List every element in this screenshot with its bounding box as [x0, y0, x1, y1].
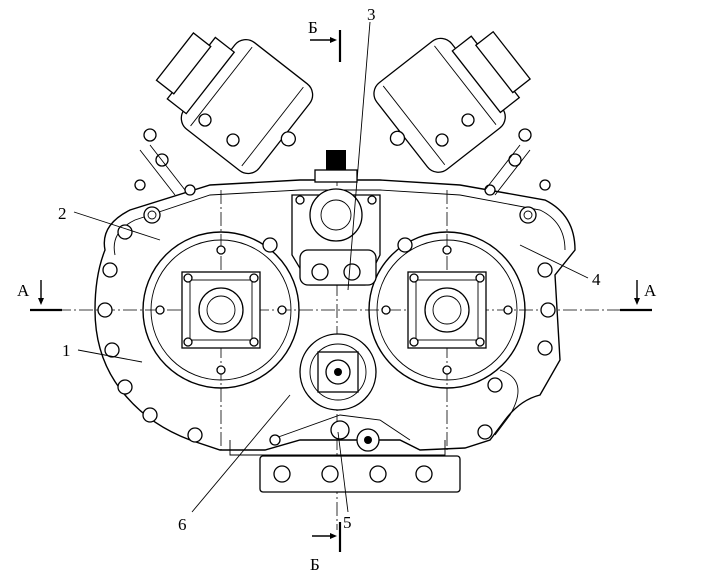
- section-mark-right: А: [620, 280, 657, 312]
- section-letter-top: Б: [308, 18, 318, 37]
- lower-center-unit: [299, 333, 377, 411]
- section-mark-top: Б: [308, 18, 342, 62]
- right-bearing-assembly: [368, 231, 526, 389]
- section-letter-bottom: Б: [310, 555, 320, 574]
- head-fittings: [134, 113, 551, 196]
- section-letter-left: А: [17, 281, 30, 300]
- mounting-bar: [259, 455, 461, 493]
- callout-5: 5: [343, 513, 352, 532]
- section-mark-bottom: Б: [310, 522, 342, 574]
- right-cylinder-head: [373, 30, 532, 173]
- left-bearing-assembly: [142, 231, 300, 389]
- section-letter-right: А: [644, 281, 657, 300]
- callout-6: 6: [178, 515, 187, 534]
- callout-labels: 1 2 3 4 5 6: [58, 5, 601, 534]
- callout-3: 3: [367, 5, 376, 24]
- callout-leaders: [73, 21, 589, 513]
- perimeter-bolts: [97, 206, 556, 443]
- left-cylinder-head: [155, 32, 314, 175]
- lower-drive: [269, 414, 411, 452]
- callout-2: 2: [58, 204, 67, 223]
- callout-4: 4: [592, 270, 601, 289]
- callout-1: 1: [62, 341, 71, 360]
- section-mark-left: А: [17, 280, 62, 312]
- upper-center-unit: [291, 150, 381, 286]
